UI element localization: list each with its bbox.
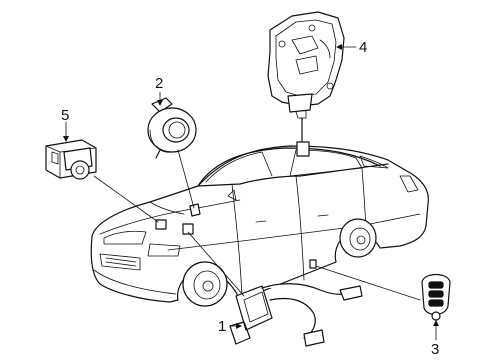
- callout-1: 1: [218, 318, 226, 335]
- switch-unit-icon: [45, 139, 97, 180]
- coil-antenna-icon: [147, 97, 197, 159]
- callout-3: 3: [431, 341, 439, 358]
- control-module-bracket-icon: [267, 11, 345, 157]
- sensor-harness-icon: [229, 283, 363, 347]
- key-fob-transmitter-icon: [421, 273, 451, 321]
- callout-5: 5: [61, 107, 69, 124]
- leader-lines: [63, 44, 439, 341]
- car-outline-icon: [90, 145, 429, 307]
- callout-2: 2: [155, 75, 163, 92]
- callout-4: 4: [359, 39, 367, 56]
